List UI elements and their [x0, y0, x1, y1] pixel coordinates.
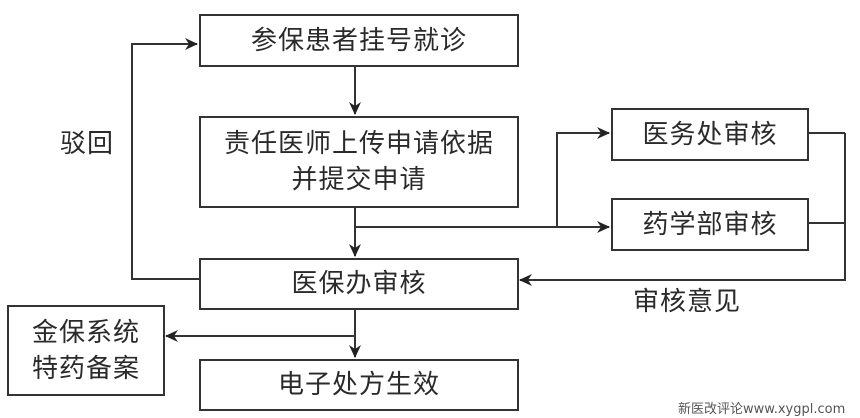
edge-label-reject: 驳回	[60, 129, 115, 159]
node-e-prescription: 电子处方生效	[199, 359, 519, 411]
arrow-reject-loop	[131, 38, 199, 280]
node-doctor-submit-line1: 责任医师上传申请依据	[223, 129, 494, 159]
node-doctor-submit: 责任医师上传申请依据 并提交申请	[199, 116, 519, 208]
arrow-review-opinion-return	[519, 133, 846, 286]
node-registration-label: 参保患者挂号就诊	[250, 25, 467, 56]
node-pharmacy-review: 药学部审核	[611, 198, 809, 251]
edge-label-review-opinion: 审核意见	[633, 287, 742, 317]
node-registration: 参保患者挂号就诊	[199, 14, 519, 67]
arrow-to-medical-affairs-review	[556, 127, 610, 227]
node-jinbao-record-line2: 特药备案	[31, 353, 140, 384]
node-pharmacy-review-label: 药学部审核	[642, 209, 778, 240]
node-insurance-review: 医保办审核	[199, 258, 519, 310]
node-medical-affairs-review: 医务处审核	[611, 108, 809, 161]
node-medical-affairs-review-label: 医务处审核	[642, 119, 778, 150]
node-jinbao-record-line1: 金保系统	[31, 317, 140, 348]
node-e-prescription-label: 电子处方生效	[277, 370, 440, 400]
node-jinbao-record: 金保系统 特药备案	[7, 305, 165, 396]
node-doctor-submit-line2: 并提交申请	[291, 165, 427, 195]
node-insurance-review-label: 医保办审核	[291, 269, 427, 299]
watermark: 新医改评论www.xygpl.com	[678, 402, 846, 417]
